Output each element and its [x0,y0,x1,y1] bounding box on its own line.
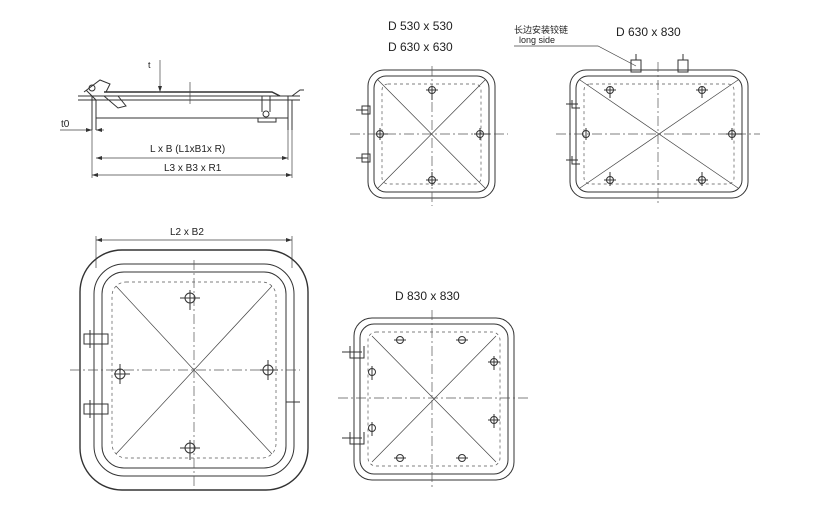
l2b2-label: L2 x B2 [170,227,204,238]
d530-label: D 530 x 530 [388,19,453,33]
d830-label: D 830 x 830 [395,289,460,303]
hinge-cn-label: 长边安装铰链 [514,24,568,36]
d630x630-label: D 630 x 630 [388,40,453,54]
l3b3-label: L3 x B3 x R1 [164,163,222,174]
plan-view-d630x830: 长边安装铰链 long side D 630 x 830 [514,24,760,206]
plan-view-d830: D 830 x 830 [338,289,528,490]
plan-view-large: L2 x B2 [70,227,309,491]
lxb-label: L x B (L1xB1x R) [150,144,225,155]
plan-view-d530-d630: D 530 x 530 D 630 x 630 [350,19,508,206]
hinge-en-label: long side [519,35,555,45]
d630x830-label: D 630 x 830 [616,25,681,39]
side-section-view: t t0 L x B (L1xB1x R) L3 x B3 x R1 [60,60,304,178]
t0-label: t0 [61,119,70,130]
t-label: t [148,60,151,70]
